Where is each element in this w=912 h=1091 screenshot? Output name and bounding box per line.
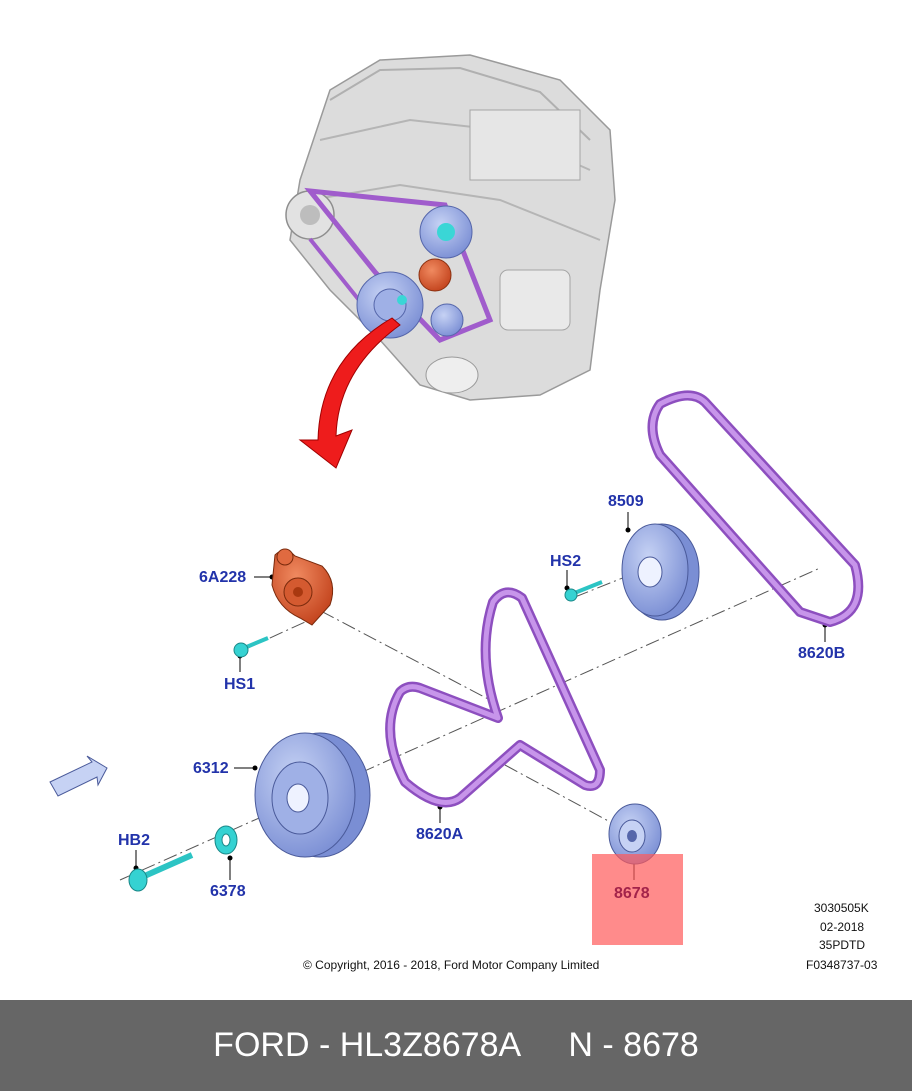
crank-pulley-6312 xyxy=(254,732,371,858)
callout-8620B: 8620B xyxy=(798,645,846,662)
callout-8620A: 8620A xyxy=(416,826,464,843)
bolt-HS1 xyxy=(233,636,269,658)
meta-code-2: 02-2018 xyxy=(820,920,865,934)
callout-HB2: HB2 xyxy=(118,832,151,849)
callout-6312: 6312 xyxy=(193,760,229,777)
idler-pulley-8678 xyxy=(608,803,662,865)
banner-spacer xyxy=(521,1026,568,1065)
callout-8678: 8678 xyxy=(614,885,650,902)
belt-8620B xyxy=(647,390,864,627)
callout-HS1: HS1 xyxy=(224,676,256,693)
washer-6378 xyxy=(214,825,238,855)
bolt-HB2 xyxy=(128,852,194,892)
callout-6A228: 6A228 xyxy=(199,569,247,586)
part-banner: FORD - HL3Z8678A N - 8678 xyxy=(0,1000,912,1091)
leader-lines xyxy=(135,512,826,880)
banner-brand-part: FORD - HL3Z8678A xyxy=(213,1026,522,1064)
meta-code-1: 3030505K xyxy=(814,901,869,915)
belt-8620A xyxy=(385,587,605,808)
callout-6378: 6378 xyxy=(210,883,246,900)
meta-code-3: 35PDTD xyxy=(819,938,866,952)
direction-arrow-icon xyxy=(49,755,108,797)
bolt-HS2 xyxy=(564,580,603,602)
meta-code-4: F0348737-03 xyxy=(806,958,878,972)
pulley-8509 xyxy=(621,523,700,621)
tensioner-6A228 xyxy=(271,548,334,626)
banner-ref: N - 8678 xyxy=(568,1026,699,1064)
copyright-text: © Copyright, 2016 - 2018, Ford Motor Com… xyxy=(303,958,600,972)
engine-illustration xyxy=(285,54,616,401)
highlight-box xyxy=(592,854,683,945)
callout-8509: 8509 xyxy=(608,493,644,510)
red-curved-arrow-icon xyxy=(298,317,401,469)
callout-HS2: HS2 xyxy=(550,553,582,570)
exploded-diagram xyxy=(49,54,864,892)
